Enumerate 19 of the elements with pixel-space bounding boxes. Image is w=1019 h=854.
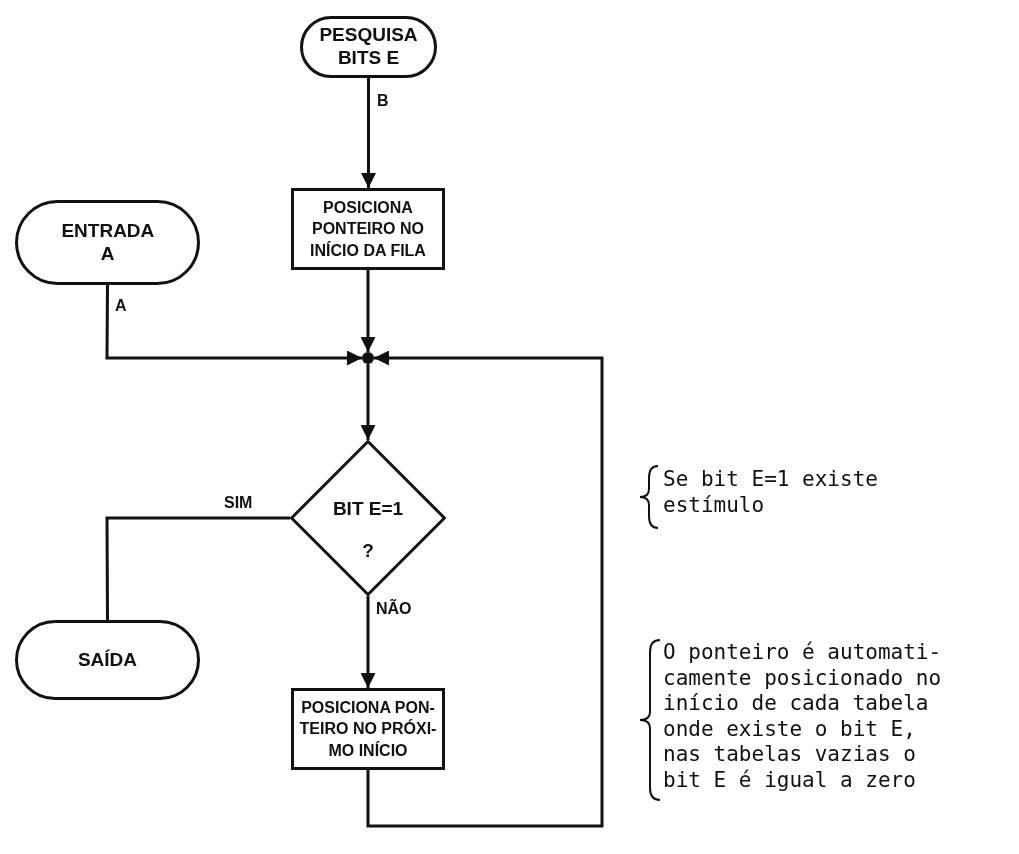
node-text: POSICIONA PONTEIRO NO INÍCIO DA FILA xyxy=(309,197,427,261)
question-mark: ? xyxy=(361,540,375,562)
decision-text: BIT E=1 xyxy=(331,498,405,520)
decision-diamond xyxy=(290,440,446,596)
node-text: ENTRADA A xyxy=(61,219,154,266)
note-text: Se bit E=1 existe estímulo xyxy=(663,467,879,519)
junction-dot xyxy=(362,352,374,364)
process-box xyxy=(291,688,445,770)
arrow xyxy=(360,270,376,352)
node-text: PESQUISA BITS E xyxy=(318,24,419,70)
arrow xyxy=(361,78,376,188)
note-text: O ponteiro é automati- camente posicionado no início de cada tabela onde existe o bit E, nas tabelas vazias o bit E é igual a zero xyxy=(663,640,942,794)
arrow xyxy=(360,596,376,688)
node-text: SAÍDA xyxy=(77,648,138,672)
arrow xyxy=(105,285,362,366)
arrow xyxy=(360,364,376,440)
process-box xyxy=(291,188,445,270)
arrow xyxy=(366,350,604,828)
node-text: POSICIONA PON- TEIRO NO PRÓXI- MO INÍCIO xyxy=(298,697,438,761)
